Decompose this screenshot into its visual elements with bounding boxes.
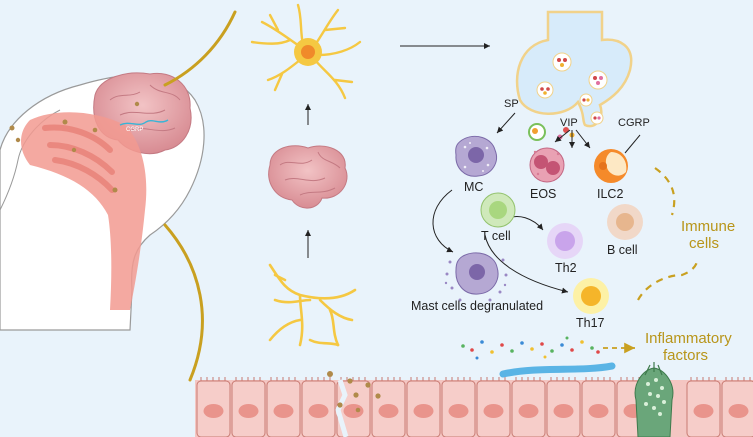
inflammatory-line2: factors	[663, 347, 709, 365]
brain-center	[268, 145, 348, 209]
epithelial-nucleus	[308, 404, 329, 418]
inflammatory-dots	[461, 336, 600, 360]
mucus-layer	[499, 362, 616, 378]
nerve-terminal	[515, 10, 633, 140]
nasal-cavity	[21, 112, 147, 310]
gold-arc-bottom	[163, 223, 204, 382]
epithelial-nucleus	[203, 404, 224, 418]
t-cell-label: T cell	[481, 229, 511, 243]
degranulated-mast-cell	[444, 252, 508, 302]
epithelial-nucleus	[343, 404, 364, 418]
neuron-top	[250, 3, 362, 100]
epithelial-nucleus	[553, 404, 574, 418]
epithelial-nucleus	[238, 404, 259, 418]
b-cell-label: B cell	[607, 243, 638, 257]
inflammatory-line1: Inflammatory	[645, 330, 732, 347]
epithelial-nucleus	[693, 404, 714, 418]
signal-arrows	[432, 112, 641, 294]
immune-dashed-line-bottom	[637, 261, 699, 301]
sensory-nerve	[268, 263, 357, 347]
epithelial-nucleus	[728, 404, 749, 418]
sp-label: SP	[504, 98, 519, 110]
epithelial-nucleus	[588, 404, 609, 418]
ilc2-label: ILC2	[597, 187, 624, 201]
immune-dashed-line-top	[654, 167, 676, 216]
immune-cells-label: Immune cells	[681, 218, 735, 253]
epithelial-nucleus	[483, 404, 504, 418]
th17-label: Th17	[576, 316, 605, 330]
mast-cell	[455, 135, 497, 177]
epithelium	[195, 362, 753, 437]
t-cell	[480, 192, 516, 228]
th2-cell	[547, 223, 583, 259]
eosinophil	[529, 147, 565, 183]
eos-label: EOS	[530, 187, 557, 201]
cgrp-label: CGRP	[618, 117, 650, 129]
ilc2	[594, 149, 628, 183]
th17-cell	[573, 278, 609, 314]
vip-label: VIP	[560, 117, 578, 129]
immune-cells-line2: cells	[689, 235, 720, 253]
mc-label: MC	[464, 180, 484, 194]
epithelial-nucleus	[378, 404, 399, 418]
cgrp-small-label: CGRP	[126, 127, 143, 133]
head-profile: CGRP	[0, 72, 205, 331]
epithelial-nucleus	[448, 404, 469, 418]
mast-degranulated-label: Mast cells degranulated	[411, 299, 544, 313]
inflammatory-factors-label: Inflammatory factors	[645, 330, 732, 365]
goblet-cell	[634, 362, 674, 437]
epithelial-nucleus	[413, 404, 434, 418]
immune-cells-line1: Immune	[681, 218, 736, 235]
gold-arc-top	[163, 10, 237, 87]
b-cell	[607, 204, 643, 240]
th2-label: Th2	[555, 261, 577, 275]
epithelial-nucleus	[518, 404, 539, 418]
epithelial-nucleus	[273, 404, 294, 418]
